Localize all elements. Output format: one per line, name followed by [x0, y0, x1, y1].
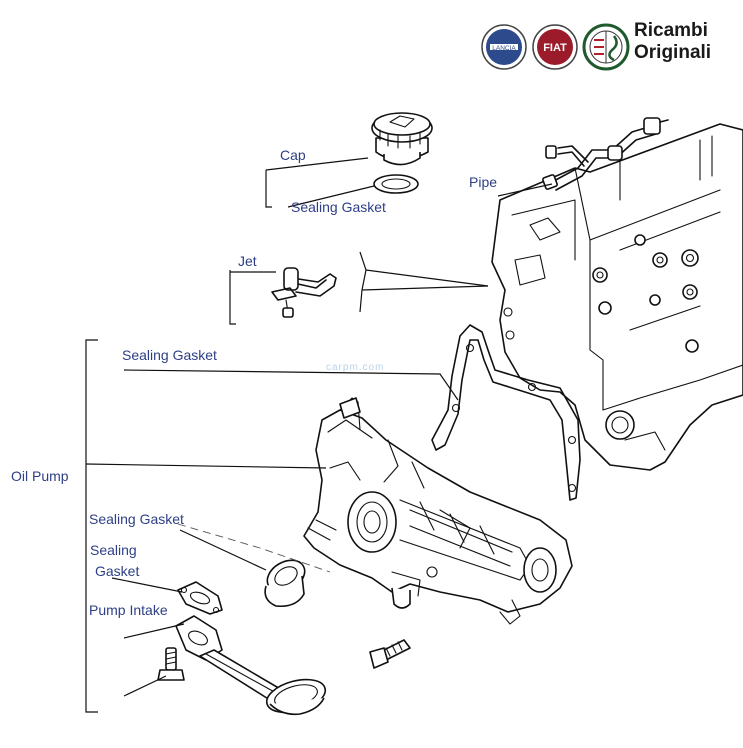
pipe-part	[542, 117, 669, 191]
sealing-ring	[264, 559, 306, 608]
label-sealing-gasket-top: Sealing Gasket	[291, 199, 386, 215]
intake-bolt	[157, 647, 185, 681]
jet-part	[271, 267, 337, 318]
fiat-badge: FIAT	[532, 24, 578, 70]
label-pump-intake: Pump Intake	[89, 602, 168, 618]
alfa-romeo-badge	[582, 23, 630, 71]
label-cap: Cap	[280, 147, 306, 163]
brand-title: Ricambi Originali	[634, 20, 711, 64]
cap-part	[371, 112, 433, 166]
label-sealing-gasket-low: Sealing Gasket	[89, 511, 184, 527]
label-oil-pump: Oil Pump	[11, 468, 69, 484]
engine-block	[491, 123, 743, 471]
cap-sealing-gasket	[373, 174, 419, 194]
pump-bolt	[369, 639, 411, 669]
oil-pump-body	[303, 397, 573, 625]
label-jet: Jet	[238, 253, 257, 269]
assembly-axis	[177, 523, 331, 573]
fiat-badge-text: FIAT	[543, 42, 567, 54]
brand-line-2: Originali	[634, 42, 712, 63]
brand-badges: LANCIA FIAT	[481, 23, 630, 71]
watermark: carpm.com	[326, 362, 385, 373]
leader-lines	[85, 157, 553, 713]
intake-flange-gasket	[177, 581, 223, 615]
pump-sealing-gasket	[431, 324, 581, 501]
label-sealing-gasket-pump-line2: Gasket	[95, 563, 140, 579]
label-sealing-gasket-mid: Sealing Gasket	[122, 347, 217, 363]
lancia-badge-text: LANCIA	[492, 45, 516, 52]
lancia-badge: LANCIA	[481, 24, 527, 70]
label-pipe: Pipe	[469, 174, 498, 190]
label-sealing-gasket-pump-line1: Sealing	[90, 542, 137, 558]
pump-intake-part	[175, 615, 327, 716]
brand-line-1: Ricambi	[634, 20, 708, 41]
